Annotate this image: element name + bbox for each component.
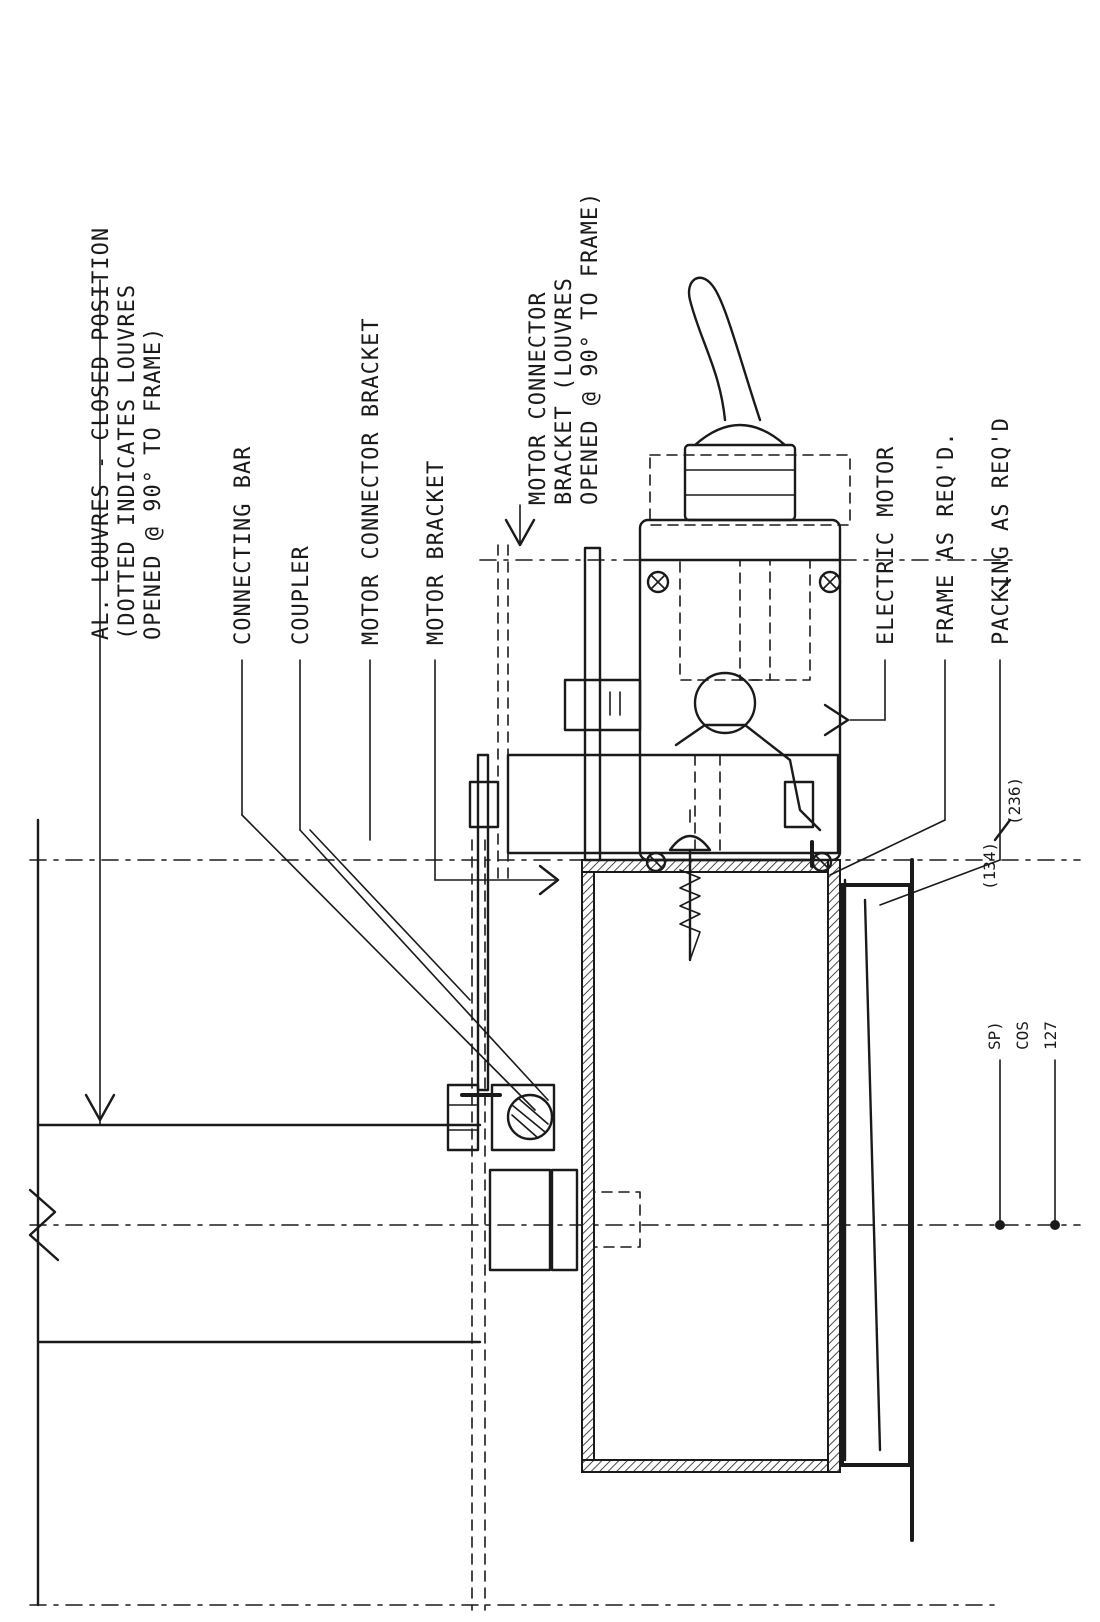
dim-label-236: (236): [1005, 777, 1024, 825]
bracket-bolt-head: [446, 1083, 480, 1152]
label-motor-bracket: MOTOR BRACKET: [424, 460, 449, 645]
label-mcb-open-2: BRACKET (LOUVRES: [552, 277, 577, 505]
frame-channel: [581, 859, 841, 1473]
label-electric-motor: ELECTRIC MOTOR: [874, 446, 899, 645]
break-symbol: [28, 1188, 60, 1262]
pivot-bushing: [488, 1168, 552, 1272]
label-connecting-bar: CONNECTING BAR: [231, 446, 256, 645]
label-louvres-1: AL. LOUVRES - CLOSED POSITION: [89, 227, 114, 640]
frame-screw: [668, 809, 712, 962]
cable-gland: [649, 423, 851, 526]
dim-label-cos: COS: [1013, 1021, 1032, 1050]
motor-bracket-strip: [476, 753, 490, 1092]
label-packing: PACKING AS REQ'D: [989, 417, 1014, 645]
label-frame: FRAME AS REQ'D.: [934, 431, 959, 645]
dim-label-sp: SP): [985, 1021, 1004, 1050]
label-louvres-3: OPENED @ 90° TO FRAME): [141, 327, 166, 640]
label-motor-connector-bracket: MOTOR CONNECTOR BRACKET: [359, 317, 384, 645]
electric-motor: [468, 518, 842, 873]
power-cable: [687, 276, 762, 422]
label-mcb-open-3: OPENED @ 90° TO FRAME): [578, 192, 603, 505]
coupler-block: [490, 1083, 556, 1152]
dim-label-127: 127: [1041, 1021, 1060, 1050]
dim-label-134: (134): [980, 842, 999, 890]
packing-outline: [840, 883, 912, 1467]
label-louvres-2: (DOTTED INDICATES LOUVRES: [115, 284, 140, 640]
motor-connector-bracket-L: [583, 546, 602, 862]
coupler-shaft: [506, 1093, 554, 1141]
label-coupler: COUPLER: [289, 545, 314, 645]
label-mcb-open-1: MOTOR CONNECTOR: [526, 291, 551, 505]
